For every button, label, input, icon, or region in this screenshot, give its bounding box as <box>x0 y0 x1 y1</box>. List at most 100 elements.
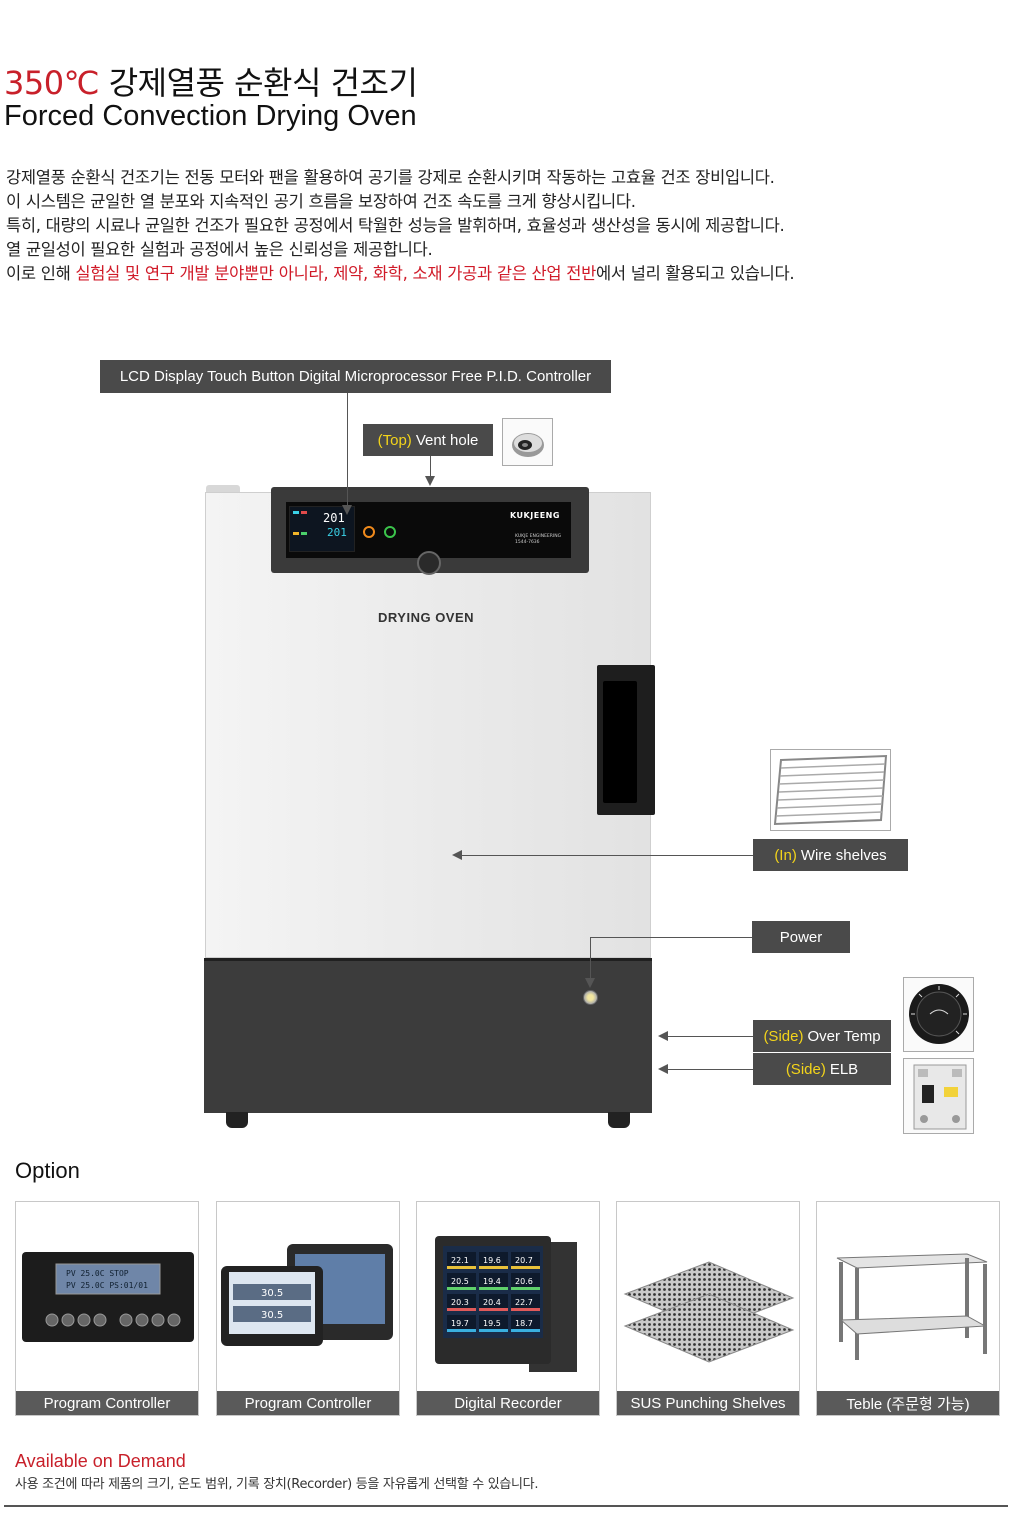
callout-vent-hole: (Top)Vent hole <box>363 424 493 456</box>
brand-company: KUKJE ENGINEERING <box>515 534 562 539</box>
lcd-present-value: 201 <box>323 511 345 525</box>
option-card: SUS Punching Shelves <box>616 1201 800 1416</box>
callout-power: Power <box>752 921 850 953</box>
recorder-value: 19.7 <box>451 1319 469 1328</box>
available-description: 사용 조건에 따라 제품의 크기, 온도 범위, 기록 장치(Recorder)… <box>15 1477 539 1492</box>
recorder-cell-bar <box>479 1308 508 1311</box>
callout-over-temp: (Side)Over Temp <box>753 1020 891 1052</box>
recorder-cell <box>511 1315 540 1332</box>
recorder-value: 20.5 <box>451 1277 469 1286</box>
brand-logo: KUKJEENG <box>510 511 560 520</box>
arrow-left-icon <box>658 1031 668 1041</box>
vent-hole-image <box>502 418 553 466</box>
page-title-english: Forced Convection Drying Oven <box>4 100 417 132</box>
description-text: 이로 인해 <box>6 264 76 283</box>
oven-foot <box>608 1112 630 1128</box>
leader-line <box>430 456 431 476</box>
recorder-cell-bar <box>511 1287 540 1290</box>
description-line: 이로 인해 실험실 및 연구 개발 분야뿐만 아니라, 제약, 화학, 소재 가… <box>6 262 1006 286</box>
recorder-cell <box>511 1252 540 1269</box>
punching-shelves-image <box>617 1202 799 1393</box>
recorder-value: 19.6 <box>483 1256 501 1265</box>
callout-text: Wire shelves <box>800 846 887 864</box>
recorder-value: 20.4 <box>483 1298 501 1307</box>
recorder-value: 20.3 <box>451 1298 469 1307</box>
wire-shelves-image <box>770 749 891 831</box>
controller-value: 30.5 <box>261 1288 283 1299</box>
recorder-value: 20.6 <box>515 1277 533 1286</box>
oven-vent-stub <box>206 485 240 494</box>
touch-controller-image: 30.5 30.5 <box>217 1202 399 1393</box>
recorder-cell-bar <box>479 1287 508 1290</box>
callout-controller: LCD Display Touch Button Digital Micropr… <box>100 360 611 393</box>
recorder-cell <box>479 1315 508 1332</box>
option-label: Program Controller <box>16 1391 198 1415</box>
recorder-value: 20.7 <box>515 1256 533 1265</box>
program-controller-image: PV 25.0C STOP PV 25.0C PS:01/01 <box>16 1202 198 1393</box>
option-label: Teble (주문형 가능) <box>817 1391 999 1415</box>
over-temp-dial-image <box>903 977 974 1052</box>
controller-screen-line: PV 25.0C PS:01/01 <box>66 1281 148 1290</box>
recorder-cell <box>511 1294 540 1311</box>
brand-phone: 1544-7636 <box>515 540 540 545</box>
options-title: Option <box>15 1158 80 1183</box>
recorder-cell <box>447 1315 476 1332</box>
callout-elb: (Side)ELB <box>753 1053 891 1085</box>
recorder-cell-bar <box>447 1329 476 1332</box>
panel-button-icon <box>384 526 396 538</box>
leader-line <box>590 937 752 938</box>
callout-text: Vent hole <box>415 431 479 449</box>
leader-line <box>590 937 591 978</box>
recorder-cell-bar <box>447 1308 476 1311</box>
elb-breaker-image <box>903 1058 974 1134</box>
recorder-cell <box>511 1273 540 1290</box>
description-highlight: 실험실 및 연구 개발 분야뿐만 아니라, 제약, 화학, 소재 가공과 같은 … <box>75 264 596 283</box>
title-temperature: 350℃ <box>4 64 100 102</box>
leader-line <box>668 1036 753 1037</box>
option-card: PV 25.0C STOP PV 25.0C PS:01/01 Program … <box>15 1201 199 1416</box>
callout-text: Over Temp <box>807 1027 881 1045</box>
door-handle-grip <box>603 681 637 803</box>
controller-screen-line: PV 25.0C STOP <box>66 1269 129 1278</box>
recorder-cell-bar <box>447 1266 476 1269</box>
option-label: Program Controller <box>217 1391 399 1415</box>
callout-wire-shelves: (In)Wire shelves <box>753 839 908 871</box>
option-label: SUS Punching Shelves <box>617 1391 799 1415</box>
lcd-set-value: 201 <box>327 526 347 539</box>
power-switch-icon <box>583 990 598 1005</box>
panel-button-icon <box>363 526 375 538</box>
bottom-divider <box>4 1505 1008 1507</box>
arrow-down-icon <box>585 978 595 988</box>
leader-line <box>462 855 753 856</box>
recorder-cell-bar <box>447 1287 476 1290</box>
lcd-indicator <box>301 532 307 535</box>
lcd-indicator <box>293 511 299 514</box>
table-image <box>817 1202 999 1393</box>
callout-location: (Side) <box>763 1027 804 1045</box>
recorder-cell-bar <box>511 1308 540 1311</box>
recorder-cell <box>479 1252 508 1269</box>
callout-location: (In) <box>774 846 797 864</box>
vent-knob-icon <box>417 551 441 575</box>
recorder-value: 22.7 <box>515 1298 533 1307</box>
description-line: 이 시스템은 균일한 열 분포와 지속적인 공기 흐름을 보장하여 건조 속도를… <box>6 192 636 211</box>
recorder-value: 19.4 <box>483 1277 501 1286</box>
recorder-cell <box>447 1273 476 1290</box>
arrow-down-icon <box>342 505 352 515</box>
description-line: 열 균일성이 필요한 실험과 공정에서 높은 신뢰성을 제공합니다. <box>6 240 433 259</box>
recorder-cell <box>479 1273 508 1290</box>
option-card: 30.5 30.5 Program Controller <box>216 1201 400 1416</box>
oven-name: DRYING OVEN <box>378 610 475 625</box>
oven-base <box>204 958 652 1113</box>
arrow-down-icon <box>425 476 435 486</box>
recorder-value: 19.5 <box>483 1319 501 1328</box>
recorder-cell <box>479 1294 508 1311</box>
leader-line <box>347 393 348 506</box>
callout-text: ELB <box>829 1060 859 1078</box>
option-label: Digital Recorder <box>417 1391 599 1415</box>
recorder-cell-bar <box>511 1266 540 1269</box>
available-title: Available on Demand <box>15 1451 186 1471</box>
oven-foot <box>226 1112 248 1128</box>
